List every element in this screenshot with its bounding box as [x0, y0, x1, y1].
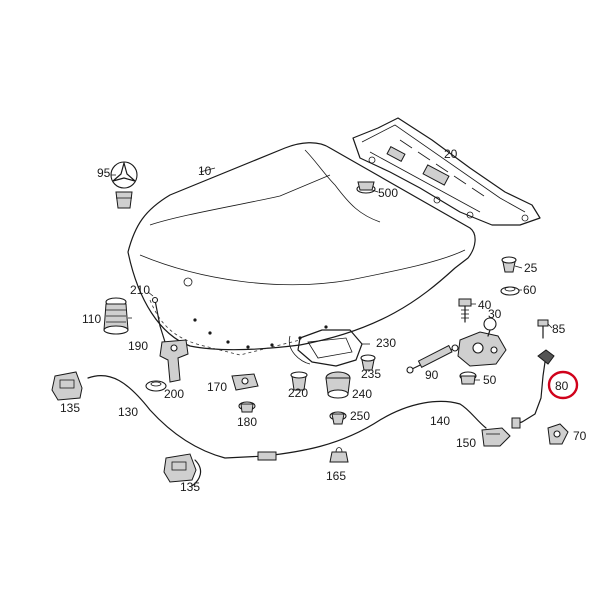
callout-70[interactable]: 70: [573, 429, 587, 443]
callout-150[interactable]: 150: [456, 436, 476, 450]
clip-235[interactable]: [360, 354, 376, 371]
grommet-60[interactable]: [500, 286, 520, 296]
hood-lock[interactable]: [457, 317, 507, 367]
gas-strut[interactable]: [406, 344, 459, 374]
clip-25[interactable]: [501, 256, 517, 273]
cowl-panel[interactable]: [352, 117, 541, 226]
callout-130[interactable]: 130: [118, 405, 138, 419]
callout-240[interactable]: 240: [352, 387, 372, 401]
callout-210[interactable]: 210: [130, 283, 150, 297]
callout-170[interactable]: 170: [207, 380, 227, 394]
callout-85[interactable]: 85: [552, 322, 566, 336]
catch-135-left[interactable]: [51, 371, 83, 401]
hood-panel[interactable]: [127, 142, 476, 356]
insulator-230[interactable]: [288, 329, 363, 367]
callout-80[interactable]: 80: [555, 379, 569, 393]
release-handle-80[interactable]: [511, 349, 555, 429]
callout-500[interactable]: 500: [378, 186, 398, 200]
callout-140[interactable]: 140: [430, 414, 450, 428]
bolt-180[interactable]: [238, 401, 256, 413]
callout-230[interactable]: 230: [376, 336, 396, 350]
callout-180[interactable]: 180: [237, 415, 257, 429]
callout-labels: 10 20 25 30 40 50 60 70 80 85 90 95 110 …: [60, 147, 587, 494]
highlight-circle-80: [547, 370, 579, 400]
callout-110[interactable]: 110: [82, 312, 101, 326]
callout-90[interactable]: 90: [425, 368, 439, 382]
callout-50[interactable]: 50: [483, 373, 497, 387]
callout-60[interactable]: 60: [523, 283, 537, 297]
callout-135-left[interactable]: 135: [60, 401, 80, 415]
bolt-40[interactable]: [458, 298, 472, 323]
clip-165[interactable]: [329, 447, 349, 463]
clip-220[interactable]: [290, 371, 308, 391]
bowden-cable[interactable]: [87, 374, 487, 487]
clip-250[interactable]: [329, 411, 347, 425]
callout-25[interactable]: 25: [524, 261, 538, 275]
bolt-500[interactable]: [356, 181, 376, 194]
callout-165[interactable]: 165: [326, 469, 346, 483]
callout-200[interactable]: 200: [164, 387, 184, 401]
release-lever-150[interactable]: [481, 427, 511, 447]
callout-95[interactable]: 95: [97, 166, 111, 180]
leader-lines: [111, 167, 553, 381]
bumper-50[interactable]: [459, 371, 477, 385]
callout-30[interactable]: 30: [488, 307, 502, 321]
callout-235[interactable]: 235: [361, 367, 381, 381]
callout-40[interactable]: 40: [478, 298, 492, 312]
bracket-190[interactable]: [159, 339, 189, 383]
callout-135-bottom[interactable]: 135: [180, 480, 200, 494]
striker-170[interactable]: [231, 373, 259, 391]
star-emblem[interactable]: [110, 161, 138, 209]
catch-135-bottom[interactable]: [163, 453, 197, 483]
cable-210[interactable]: [151, 296, 166, 343]
buffer-240[interactable]: [325, 371, 351, 399]
bumper-200[interactable]: [145, 380, 167, 392]
callout-250[interactable]: 250: [350, 409, 370, 423]
spring-110[interactable]: [103, 297, 129, 335]
callout-10[interactable]: 10: [198, 164, 212, 178]
callout-20[interactable]: 20: [444, 147, 458, 161]
bolt-85[interactable]: [537, 319, 549, 339]
callout-220[interactable]: 220: [288, 386, 308, 400]
callout-190[interactable]: 190: [128, 339, 148, 353]
cable-end-70[interactable]: [547, 423, 569, 445]
